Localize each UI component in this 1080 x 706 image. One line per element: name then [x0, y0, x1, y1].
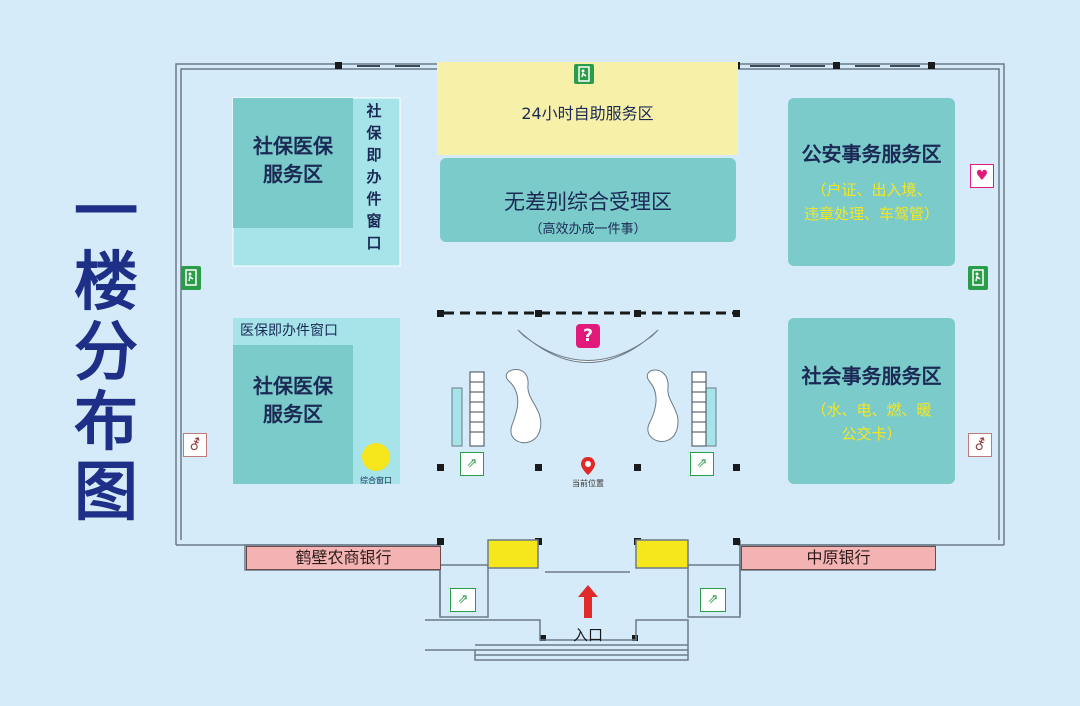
window-char: 口: [366, 234, 382, 252]
stairs-left-icon: ⇗: [450, 588, 476, 612]
reception-arc: [517, 329, 659, 363]
exit-top-icon: [574, 64, 594, 84]
restroom-left-icon: ⚦: [183, 433, 207, 457]
page-title: 一 楼 分 布 图: [66, 178, 146, 528]
composite-window-label: 综合窗口: [360, 476, 392, 485]
police-detail: （户证、出入境、 违章处理、车驾管）: [788, 178, 955, 226]
exit-left-icon: [181, 266, 201, 290]
social-detail-line: 公交卡）: [841, 425, 902, 443]
composite-window-marker: [362, 443, 390, 471]
police-detail-line: （户证、出入境、: [811, 181, 932, 199]
escalator-right-icon: ⇗: [690, 452, 714, 476]
shebao-bottom-window-label: 医保即办件窗口: [240, 323, 338, 339]
zone-title-line: 服务区: [263, 402, 323, 426]
escalator-left-icon: ⇗: [460, 452, 484, 476]
zone-acceptance: [440, 158, 736, 242]
zone-social: [788, 318, 955, 484]
window-char: 社: [366, 102, 382, 120]
social-title: 社会事务服务区: [801, 364, 942, 388]
escalator-right: [691, 371, 717, 447]
restroom-right-icon: ⚦: [968, 433, 992, 457]
title-char: 图: [74, 456, 138, 530]
police-detail-line: 违章处理、车驾管）: [803, 205, 939, 223]
zone-shebao-top: [232, 97, 401, 267]
shebao-top-title: 社保医保 服务区: [240, 132, 346, 188]
shebao-bottom-title: 社保医保 服务区: [240, 372, 346, 428]
zone-police: [788, 98, 955, 266]
zone-title-line: 社保医保: [253, 374, 333, 398]
escalator-left: [451, 371, 485, 447]
social-detail: （水、电、燃、暖 公交卡）: [788, 398, 955, 446]
title-char: 一: [74, 176, 138, 250]
zone-shebao-bottom: [233, 318, 400, 484]
window-char: 保: [366, 124, 382, 142]
social-detail-line: （水、电、燃、暖: [811, 401, 932, 419]
title-char: 布: [74, 386, 138, 460]
window-char: 办: [366, 168, 382, 186]
current-location-icon: [578, 456, 598, 476]
stairs-right-icon: ⇗: [700, 588, 726, 612]
shebao-window-label: 社 保 即 办 件 窗 口: [360, 100, 388, 254]
self-service-title: 24小时自助服务区: [521, 104, 654, 123]
seating-right: [647, 369, 679, 442]
window-char: 件: [366, 190, 382, 208]
seating-left: [505, 369, 542, 444]
bank-left: 鹤壁农商银行: [246, 546, 441, 570]
zone-title-line: 社保医保: [253, 134, 333, 158]
mother-baby-room-icon: ♥: [970, 164, 994, 188]
entrance-structure: [425, 539, 741, 661]
help-desk-icon: ?: [576, 324, 600, 348]
window-char: 即: [366, 146, 382, 164]
window-char: 窗: [366, 212, 382, 230]
exit-right-icon: [968, 266, 988, 290]
entrance-arrow-icon: [578, 585, 598, 618]
zone-title-line: 服务区: [263, 162, 323, 186]
current-location-label: 当前位置: [572, 479, 604, 488]
acceptance-subtitle: （高效办成一件事）: [529, 222, 647, 237]
title-char: 楼: [74, 246, 138, 320]
acceptance-title: 无差别综合受理区: [504, 190, 672, 214]
title-char: 分: [74, 316, 138, 390]
police-title: 公安事务服务区: [801, 142, 942, 166]
entrance-label: 入口: [572, 626, 603, 644]
bank-right: 中原银行: [741, 546, 936, 570]
